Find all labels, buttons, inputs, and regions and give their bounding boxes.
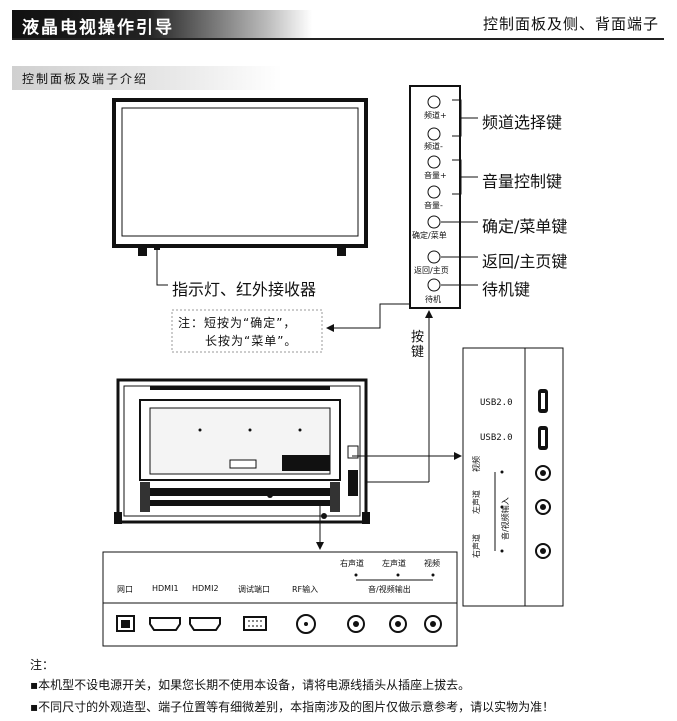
tv-front <box>112 98 368 256</box>
panel-label-home: 返回/主页 <box>414 266 449 275</box>
note-box-line2: 长按为“菜单”。 <box>205 334 298 348</box>
side-left-label: 左声道 <box>472 490 481 514</box>
tv-back <box>114 378 370 524</box>
back-home-label: 返回/主页键 <box>482 252 568 271</box>
section-title: 控制面板及端子介绍 <box>22 72 149 86</box>
bottom-ports-panel <box>102 551 458 647</box>
port-label-hdmi2: HDMI2 <box>192 584 219 593</box>
notes-title: 注： <box>30 658 55 672</box>
page-subtitle: 控制面板及侧、背面端子 <box>482 15 659 33</box>
channel-keys-label: 频道选择键 <box>482 113 563 132</box>
volume-keys-label: 音量控制键 <box>482 172 563 191</box>
port-label-debug: 调试端口 <box>238 585 270 594</box>
panel-button-circles <box>427 95 441 292</box>
bottom-av-out-label: 音/视频输出 <box>368 585 411 594</box>
bottom-video-label: 视频 <box>424 559 440 568</box>
confirm-menu-label: 确定/菜单键 <box>482 217 568 236</box>
notes-line1: ▪本机型不设电源开关，如果您长期不使用本设备，请将电源线插头从插座上拔去。 <box>30 678 471 692</box>
panel-label-ch-down: 频道- <box>424 142 443 151</box>
bottom-right-ch-label: 右声道 <box>340 559 364 568</box>
notes-line2: ▪不同尺寸的外观造型、端子位置等有细微差别，本指南涉及的图片仅做示意参考，请以实… <box>30 700 555 714</box>
usb1-label: USB2.0 <box>480 398 513 408</box>
usb2-label: USB2.0 <box>480 433 513 443</box>
keys-vertical-label: 按键 <box>411 330 425 360</box>
panel-label-confirm: 确定/菜单 <box>412 231 447 240</box>
panel-label-standby: 待机 <box>425 295 441 304</box>
side-video-label: 视频 <box>472 456 481 472</box>
header-divider <box>12 38 664 40</box>
standby-label: 待机键 <box>482 280 531 299</box>
indicator-label: 指示灯、红外接收器 <box>172 280 317 299</box>
header-bar <box>12 10 312 38</box>
port-label-rf: RF输入 <box>292 585 319 594</box>
panel-label-ch-up: 频道+ <box>424 111 447 120</box>
side-av-in-label: 音/视频输入 <box>501 497 510 540</box>
panel-label-vol-down: 音量- <box>424 201 443 210</box>
note-box-line1: 注：短按为“确定”， <box>178 316 297 330</box>
side-right-label: 右声道 <box>472 534 481 558</box>
page-title: 液晶电视操作引导 <box>22 18 174 38</box>
side-ports-panel <box>462 347 564 607</box>
bottom-left-ch-label: 左声道 <box>382 559 406 568</box>
section-bar <box>12 66 282 90</box>
port-label-network: 网口 <box>117 585 133 594</box>
port-label-hdmi1: HDMI1 <box>152 584 179 593</box>
panel-label-vol-up: 音量+ <box>424 171 447 180</box>
